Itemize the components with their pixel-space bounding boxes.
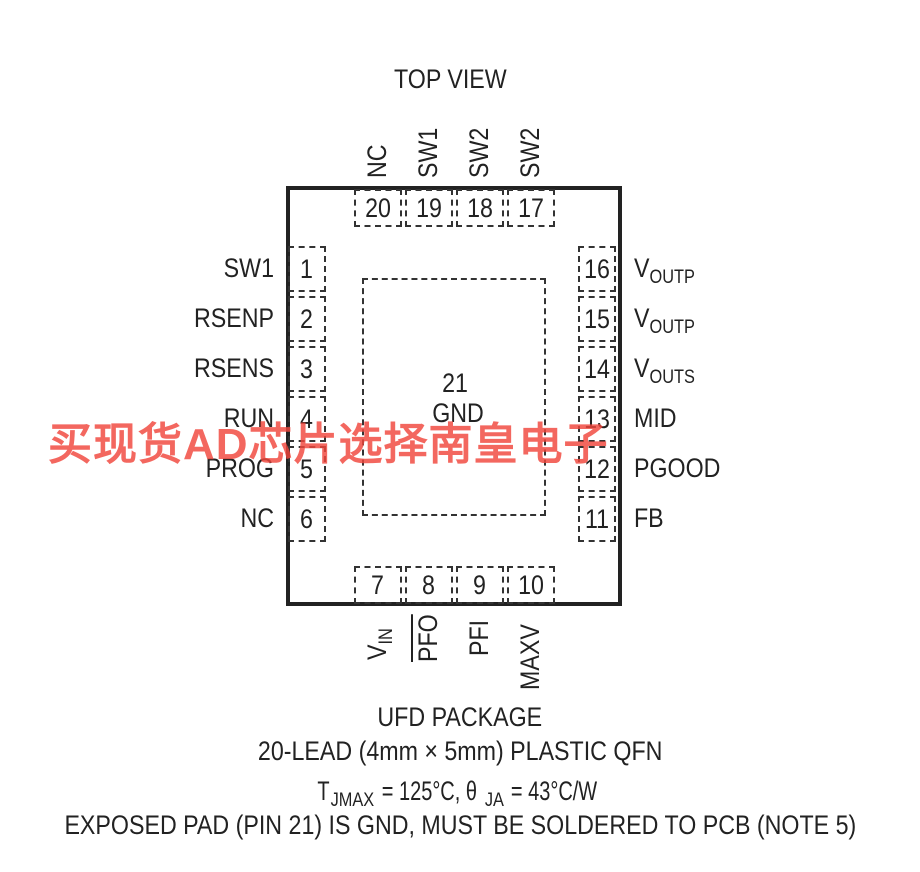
pin-box-16: 16 bbox=[578, 246, 616, 292]
caption-lead: 20-LEAD (4mm × 5mm) PLASTIC QFN bbox=[257, 736, 663, 766]
pin-box-14: 14 bbox=[578, 346, 616, 392]
pin-box-12: 12 bbox=[578, 446, 616, 492]
caption-exposed-pad-note: EXPOSED PAD (PIN 21) IS GND, MUST BE SOL… bbox=[64, 810, 857, 840]
pin-label-9: PFI bbox=[464, 619, 494, 656]
pin-label-5: PROG bbox=[205, 453, 274, 483]
pin-label-3: RSENS bbox=[193, 353, 274, 383]
pin-box-4: 4 bbox=[288, 396, 326, 442]
pin-box-20: 20 bbox=[354, 189, 402, 227]
pin-box-13: 13 bbox=[578, 396, 616, 442]
pin-box-2: 2 bbox=[288, 296, 326, 342]
pin-label-6: NC bbox=[240, 503, 274, 533]
pin-box-1: 1 bbox=[288, 246, 326, 292]
pin-box-9: 9 bbox=[456, 566, 504, 604]
pin-label-10: MAXV bbox=[515, 624, 545, 690]
pin-label-14: VOUTS bbox=[634, 353, 695, 388]
pin-label-1: SW1 bbox=[223, 253, 274, 283]
caption-package: UFD PACKAGE bbox=[377, 702, 543, 732]
exposed-pad-name: GND bbox=[432, 398, 484, 428]
pin-box-5: 5 bbox=[288, 446, 326, 492]
pin-label-20: NC bbox=[362, 144, 392, 178]
pin-label-17: SW2 bbox=[515, 127, 545, 178]
pin-box-3: 3 bbox=[288, 346, 326, 392]
pin-label-12: PGOOD bbox=[634, 453, 721, 483]
pin-box-11: 11 bbox=[578, 496, 616, 542]
pin-box-6: 6 bbox=[288, 496, 326, 542]
view-title: TOP VIEW bbox=[394, 64, 507, 94]
pin-label-4: RUN bbox=[223, 403, 274, 433]
pin-box-19: 19 bbox=[405, 189, 453, 227]
pin-label-19: SW1 bbox=[413, 127, 443, 178]
pin-label-7: VIN bbox=[362, 628, 397, 660]
exposed-pad bbox=[362, 278, 546, 516]
pin-label-15: VOUTP bbox=[634, 303, 695, 338]
watermark-text: 买现货AD芯片选择南皇电子 bbox=[48, 420, 609, 469]
pin-label-13: MID bbox=[634, 403, 677, 433]
exposed-pad-number: 21 bbox=[442, 368, 468, 398]
pin-label-11: FB bbox=[634, 503, 664, 533]
pin-box-18: 18 bbox=[456, 189, 504, 227]
pin-box-15: 15 bbox=[578, 296, 616, 342]
pin-box-7: 7 bbox=[354, 566, 402, 604]
pin-box-10: 10 bbox=[507, 566, 555, 604]
pin-label-16: VOUTP bbox=[634, 253, 695, 288]
pin-box-17: 17 bbox=[507, 189, 555, 227]
pin-label-18: SW2 bbox=[464, 127, 494, 178]
pin-label-8: PFO bbox=[413, 614, 443, 662]
pin-box-8: 8 bbox=[405, 566, 453, 604]
pin-label-2: RSENP bbox=[193, 303, 274, 333]
